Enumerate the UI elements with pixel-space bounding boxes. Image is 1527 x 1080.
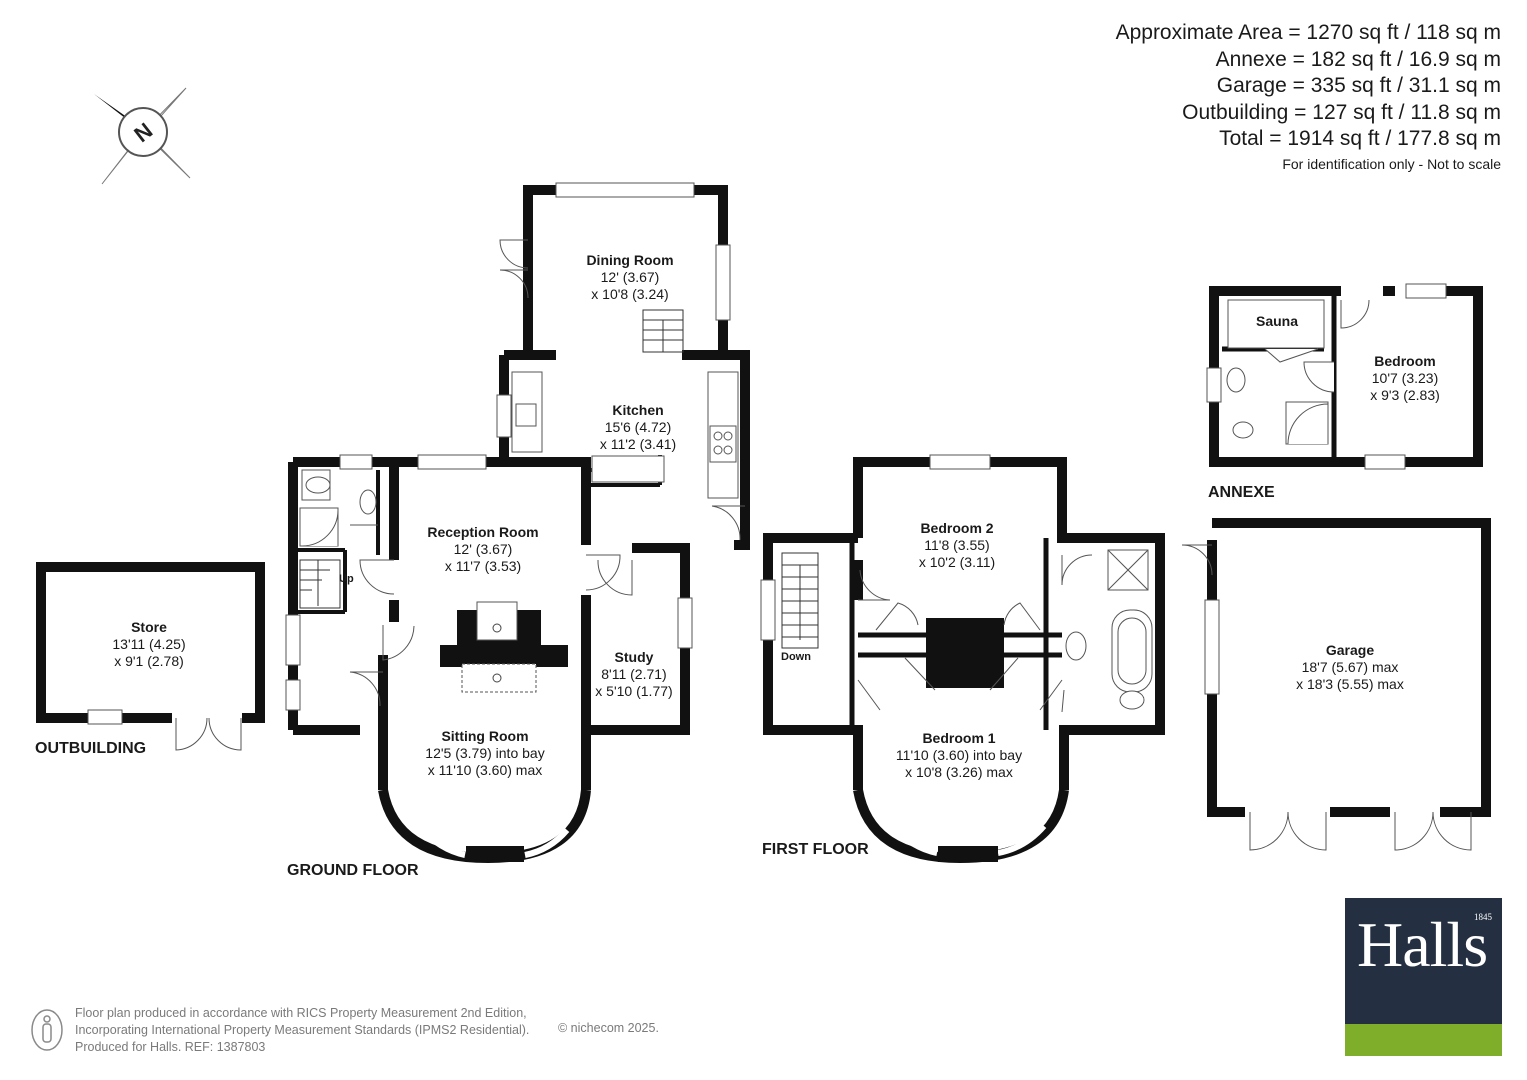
- room-labels: Dining Room 12' (3.67) x 10'8 (3.24) Kit…: [112, 252, 1439, 780]
- annexe: [1209, 286, 1483, 467]
- garage-dim1: 18'7 (5.67) max: [1302, 659, 1399, 675]
- area-summary: Approximate Area = 1270 sq ft / 118 sq m…: [1116, 20, 1501, 172]
- kitchen-dim2: x 11'2 (3.41): [600, 436, 676, 452]
- logo-band: [1345, 1024, 1502, 1056]
- ground-floor-label: GROUND FLOOR: [287, 862, 419, 879]
- study-dim2: x 5'10 (1.77): [595, 683, 672, 699]
- annexe-label: ANNEXE: [1208, 484, 1275, 501]
- ground-windows: [285, 182, 731, 711]
- sitting-room-name: Sitting Room: [441, 728, 528, 744]
- ground-doors: [349, 239, 745, 707]
- first-floor-stairs: [781, 552, 819, 649]
- bedroom2-name: Bedroom 2: [920, 520, 993, 536]
- logo-name: Halls: [1357, 909, 1488, 980]
- area-annexe: Annexe = 182 sq ft / 16.9 sq m: [1215, 47, 1501, 71]
- kitchen-name: Kitchen: [612, 402, 663, 418]
- annexe-bedroom-dim2: x 9'3 (2.83): [1370, 387, 1440, 403]
- garage-doors: [1181, 544, 1472, 851]
- first-floor-bay: [853, 789, 1069, 864]
- area-approximate: Approximate Area = 1270 sq ft / 118 sq m: [1115, 21, 1501, 44]
- first-floor-label: FIRST FLOOR: [762, 841, 869, 858]
- dining-room-dim2: x 10'8 (3.24): [591, 286, 668, 302]
- store-dim2: x 9'1 (2.78): [114, 653, 184, 669]
- area-total: Total = 1914 sq ft / 177.8 sq m: [1219, 127, 1501, 150]
- kitchen-dim1: 15'6 (4.72): [605, 419, 672, 435]
- stairs-up-label: Up: [339, 573, 354, 585]
- reception-room-dim1: 12' (3.67): [454, 541, 513, 557]
- area-garage: Garage = 335 sq ft / 31.1 sq m: [1216, 74, 1501, 97]
- garage-name: Garage: [1326, 642, 1374, 658]
- person-icon: [31, 1009, 63, 1051]
- outbuilding-label: OUTBUILDING: [35, 740, 146, 757]
- first-floor: [763, 457, 1165, 790]
- annexe-bedroom-dim1: 10'7 (3.23): [1372, 370, 1439, 386]
- stairs-down-label: Down: [781, 651, 811, 663]
- bedroom1-name: Bedroom 1: [922, 730, 995, 746]
- disclaimer: For identification only - Not to scale: [1282, 155, 1501, 172]
- annexe-fittings: [1206, 283, 1447, 470]
- store-name: Store: [131, 619, 167, 635]
- sauna-name: Sauna: [1256, 313, 1298, 329]
- sitting-room-dim1: 12'5 (3.79) into bay: [425, 745, 544, 761]
- outbuilding: [36, 562, 265, 751]
- ground-stairs: [299, 309, 684, 609]
- ground-floor: [288, 185, 750, 790]
- dining-room-dim1: 12' (3.67): [601, 269, 660, 285]
- study-name: Study: [615, 649, 654, 665]
- footer-line3: Produced for Halls. REF: 1387803: [75, 1040, 266, 1054]
- first-floor-chimney: [926, 618, 1004, 688]
- footer-copyright: © nichecom 2025.: [558, 1021, 659, 1035]
- compass-icon: N: [94, 87, 191, 185]
- kitchen-fittings: [511, 371, 739, 499]
- logo-year: 1845: [1474, 912, 1492, 922]
- bedroom2-dim1: 11'8 (3.55): [924, 537, 989, 553]
- ground-wc-fittings: [299, 469, 377, 547]
- dining-room-name: Dining Room: [586, 252, 673, 268]
- halls-logo: Halls 1845: [1345, 898, 1502, 1056]
- sitting-room-bay: [378, 789, 591, 864]
- reception-room-dim2: x 11'7 (3.53): [445, 558, 521, 574]
- store-dim1: 13'11 (4.25): [112, 636, 185, 652]
- footer-notes: Floor plan produced in accordance with R…: [75, 1005, 529, 1056]
- annexe-bedroom-name: Bedroom: [1374, 353, 1435, 369]
- bedroom1-dim2: x 10'8 (3.26) max: [905, 764, 1013, 780]
- footer-line2: Incorporating International Property Mea…: [75, 1023, 530, 1037]
- first-floor-bathroom-fittings: [1065, 549, 1153, 710]
- footer-line1: Floor plan produced in accordance with R…: [75, 1006, 527, 1020]
- bedroom1-dim1: 11'10 (3.60) into bay: [896, 747, 1022, 763]
- first-floor-doors: [857, 554, 1093, 713]
- reception-room-name: Reception Room: [427, 524, 538, 540]
- chimney-breast: [440, 601, 568, 693]
- floor-labels: GROUND FLOOR FIRST FLOOR ANNEXE OUTBUILD…: [35, 484, 1275, 879]
- study-dim1: 8'11 (2.71): [601, 666, 666, 682]
- first-floor-windows: [760, 454, 991, 641]
- bedroom2-dim2: x 10'2 (3.11): [919, 554, 995, 570]
- area-outbuilding: Outbuilding = 127 sq ft / 11.8 sq m: [1182, 100, 1501, 124]
- sitting-room-dim2: x 11'10 (3.60) max: [428, 762, 542, 778]
- garage-dim2: x 18'3 (5.55) max: [1296, 676, 1404, 692]
